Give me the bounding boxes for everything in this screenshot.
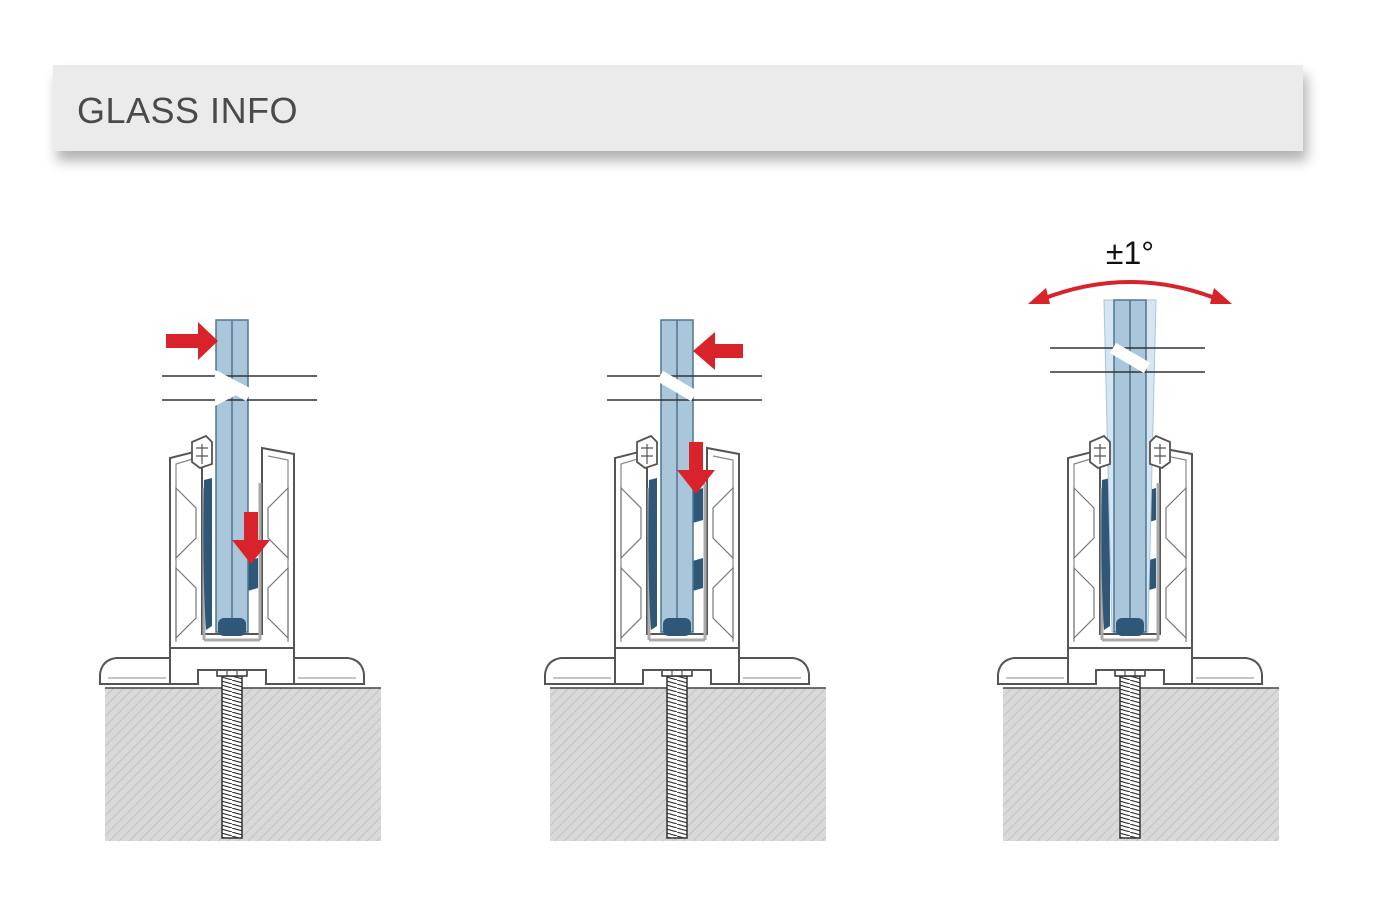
insert-arrow-down — [232, 512, 270, 564]
insert-arrow-down — [677, 442, 715, 494]
top-clip-left — [1089, 435, 1111, 469]
tilt-arrowhead-left — [1028, 288, 1050, 304]
setting-block — [1116, 618, 1144, 636]
diagram-step-3: ±1° — [996, 235, 1281, 843]
top-clip — [191, 435, 213, 469]
top-clip-right — [1149, 435, 1171, 469]
diagram-step-1 — [98, 319, 383, 843]
top-clip — [636, 435, 658, 469]
push-arrow-right — [166, 322, 218, 360]
tilt-angle-label: ±1° — [1106, 235, 1154, 271]
left-gasket — [648, 478, 657, 630]
break-lines — [606, 370, 763, 402]
push-arrow-left — [693, 332, 743, 370]
page-title: GLASS INFO — [77, 90, 299, 131]
tilt-arrowhead-right — [1210, 288, 1232, 304]
left-gasket — [203, 478, 212, 630]
setting-block — [663, 618, 691, 636]
break-lines — [1049, 342, 1206, 374]
left-gasket — [1101, 478, 1110, 630]
diagram-step-2 — [543, 319, 828, 843]
break-lines — [161, 370, 318, 406]
tilt-arc — [1039, 280, 1221, 302]
header-bar: GLASS INFO — [53, 65, 1303, 151]
setting-block — [218, 618, 246, 636]
